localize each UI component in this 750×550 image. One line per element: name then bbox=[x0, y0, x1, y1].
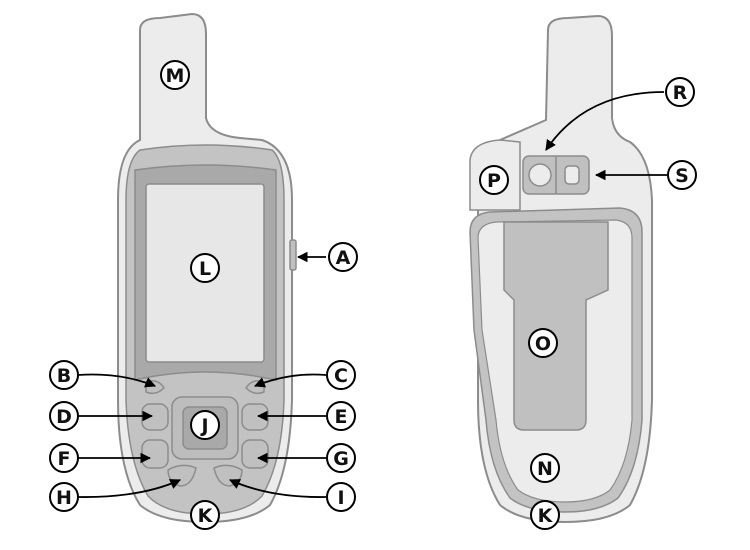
callout-label: A bbox=[336, 247, 351, 269]
callout-label: C bbox=[334, 365, 348, 387]
callout-circle bbox=[528, 328, 558, 358]
leader-i bbox=[229, 479, 327, 498]
callout-label: R bbox=[673, 82, 688, 104]
callout-label: H bbox=[56, 487, 72, 509]
callout-c: C bbox=[326, 360, 356, 390]
callout-l: L bbox=[190, 253, 220, 283]
leader-r bbox=[545, 91, 665, 151]
button-e bbox=[241, 403, 269, 431]
camera-flash bbox=[564, 165, 580, 185]
callout-label: K bbox=[538, 505, 554, 527]
callout-circle bbox=[667, 160, 697, 190]
callout-o: O bbox=[528, 328, 558, 358]
callout-label: F bbox=[58, 448, 71, 470]
leader-h bbox=[77, 479, 181, 498]
callout-circle bbox=[326, 443, 356, 473]
callout-label: I bbox=[337, 487, 344, 509]
callout-label: D bbox=[56, 406, 72, 428]
callout-label: K bbox=[198, 505, 214, 527]
mounting-spine bbox=[503, 221, 609, 431]
callout-k: K bbox=[190, 500, 220, 530]
callouts: M L A B C D E F G J H I K R P S O N K bbox=[49, 60, 697, 530]
callout-circle bbox=[530, 453, 560, 483]
callout-label: M bbox=[166, 65, 185, 87]
callout-circle bbox=[665, 77, 695, 107]
callout-p: P bbox=[479, 165, 509, 195]
callout-label: B bbox=[57, 365, 71, 387]
leader-c bbox=[253, 373, 327, 388]
callout-circle bbox=[328, 242, 358, 272]
callout-e: E bbox=[326, 401, 356, 431]
callout-circle bbox=[49, 443, 79, 473]
callout-circle bbox=[160, 60, 190, 90]
callout-circle bbox=[190, 253, 220, 283]
callout-r: R bbox=[665, 77, 695, 107]
callout-label: O bbox=[535, 333, 551, 355]
callout-circle bbox=[326, 401, 356, 431]
callout-label: G bbox=[333, 448, 349, 470]
callout-i: I bbox=[326, 482, 356, 512]
callout-label: L bbox=[199, 258, 211, 280]
button-d bbox=[141, 403, 169, 431]
callout-label: J bbox=[199, 415, 208, 437]
callout-circle bbox=[530, 500, 560, 530]
callout-label: E bbox=[335, 406, 348, 428]
callout-label: S bbox=[675, 165, 689, 187]
callout-circle bbox=[49, 360, 79, 390]
callout-j: J bbox=[190, 410, 220, 440]
callout-label: N bbox=[537, 458, 553, 480]
callout-label: P bbox=[487, 170, 501, 192]
callout-circle bbox=[49, 401, 79, 431]
callout-k2: K bbox=[530, 500, 560, 530]
callout-g: G bbox=[326, 443, 356, 473]
callout-b: B bbox=[49, 360, 79, 390]
side-button bbox=[289, 239, 297, 271]
callout-circle bbox=[190, 500, 220, 530]
callout-circle bbox=[326, 482, 356, 512]
callout-a: A bbox=[328, 242, 358, 272]
callout-circle bbox=[49, 482, 79, 512]
leader-b bbox=[77, 373, 157, 388]
callout-circle bbox=[479, 165, 509, 195]
back-view bbox=[469, 14, 653, 524]
button-g bbox=[241, 439, 269, 469]
callout-h: H bbox=[49, 482, 79, 512]
callout-m: M bbox=[160, 60, 190, 90]
callout-s: S bbox=[667, 160, 697, 190]
leader-lines bbox=[77, 91, 668, 498]
callout-circle bbox=[190, 410, 220, 440]
camera-lens bbox=[528, 163, 552, 187]
callout-n: N bbox=[530, 453, 560, 483]
callout-d: D bbox=[49, 401, 79, 431]
callout-circle bbox=[326, 360, 356, 390]
callout-f: F bbox=[49, 443, 79, 473]
button-f bbox=[141, 439, 169, 469]
